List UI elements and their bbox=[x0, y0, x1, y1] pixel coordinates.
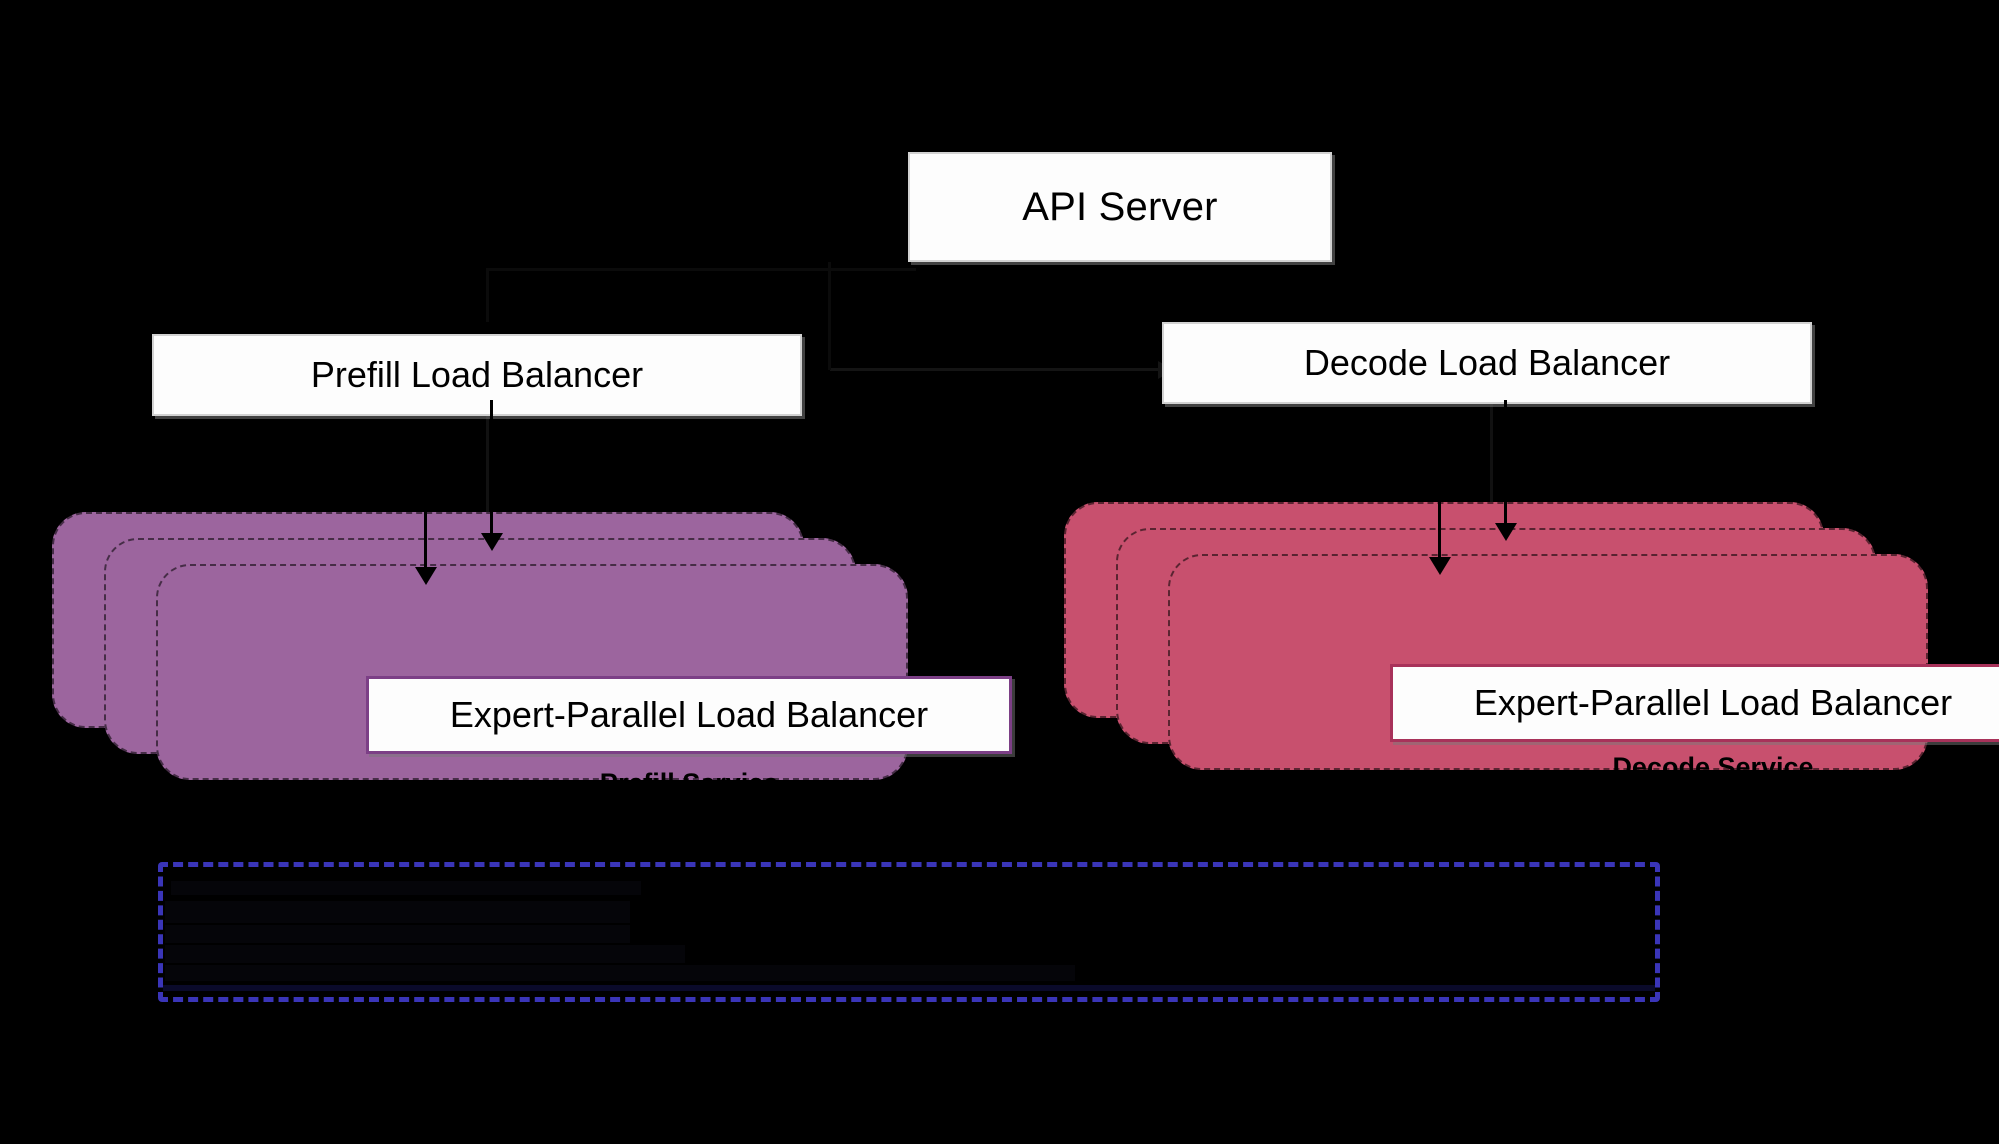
bottom-row-item bbox=[165, 901, 630, 923]
arrow-decode-lb-to-replica-2 bbox=[1504, 400, 1507, 526]
bottom-row-item bbox=[165, 925, 630, 943]
edge-api-to-prefill-horizontal bbox=[486, 268, 916, 271]
prefill-service-stack[interactable]: Expert-Parallel Load Balancer Prefill Se… bbox=[52, 400, 1012, 798]
bottom-row-underline bbox=[163, 985, 1655, 991]
arrow-decode-lb-to-replica-1 bbox=[1438, 498, 1441, 560]
arrow-prefill-lb-to-replica-1 bbox=[424, 508, 427, 570]
decode-load-balancer-node[interactable]: Decode Load Balancer bbox=[1162, 322, 1812, 404]
decode-service-label: Decode Service bbox=[1612, 752, 1814, 782]
prefill-load-balancer-node[interactable]: Prefill Load Balancer bbox=[152, 334, 802, 416]
prefill-eplb-label: Expert-Parallel Load Balancer bbox=[449, 694, 929, 735]
decode-load-balancer-label: Decode Load Balancer bbox=[1303, 342, 1671, 383]
arrow-prefill-lb-to-replica-2 bbox=[490, 400, 493, 536]
edge-api-to-decode-stub bbox=[828, 262, 831, 370]
edge-api-to-prefill-arrowhead bbox=[480, 322, 496, 335]
bottom-row-item bbox=[165, 965, 1075, 981]
api-server-label: API Server bbox=[1022, 184, 1218, 229]
edge-decode-lb-downlink bbox=[1490, 404, 1493, 504]
bottom-row-item bbox=[165, 945, 685, 963]
prefill-load-balancer-label: Prefill Load Balancer bbox=[310, 354, 644, 395]
edge-prefill-lb-downlink bbox=[486, 416, 489, 512]
prefill-expert-parallel-load-balancer[interactable]: Expert-Parallel Load Balancer bbox=[366, 676, 1012, 754]
prefill-service-label: Prefill Service bbox=[599, 768, 779, 798]
edge-api-to-decode bbox=[830, 368, 1160, 371]
decode-service-replica-front[interactable]: Expert-Parallel Load Balancer Decode Ser… bbox=[1168, 554, 1999, 782]
bottom-row-item bbox=[171, 881, 641, 895]
edge-api-to-prefill-vertical bbox=[486, 268, 489, 330]
decode-expert-parallel-load-balancer[interactable]: Expert-Parallel Load Balancer bbox=[1390, 664, 1999, 742]
bottom-dashed-container[interactable] bbox=[158, 862, 1660, 1002]
decode-eplb-label: Expert-Parallel Load Balancer bbox=[1473, 682, 1953, 723]
decode-service-stack[interactable]: Expert-Parallel Load Balancer Decode Ser… bbox=[1064, 400, 1999, 782]
prefill-service-replica-front[interactable]: Expert-Parallel Load Balancer Prefill Se… bbox=[156, 564, 1012, 798]
api-server-node[interactable]: API Server bbox=[908, 152, 1332, 262]
